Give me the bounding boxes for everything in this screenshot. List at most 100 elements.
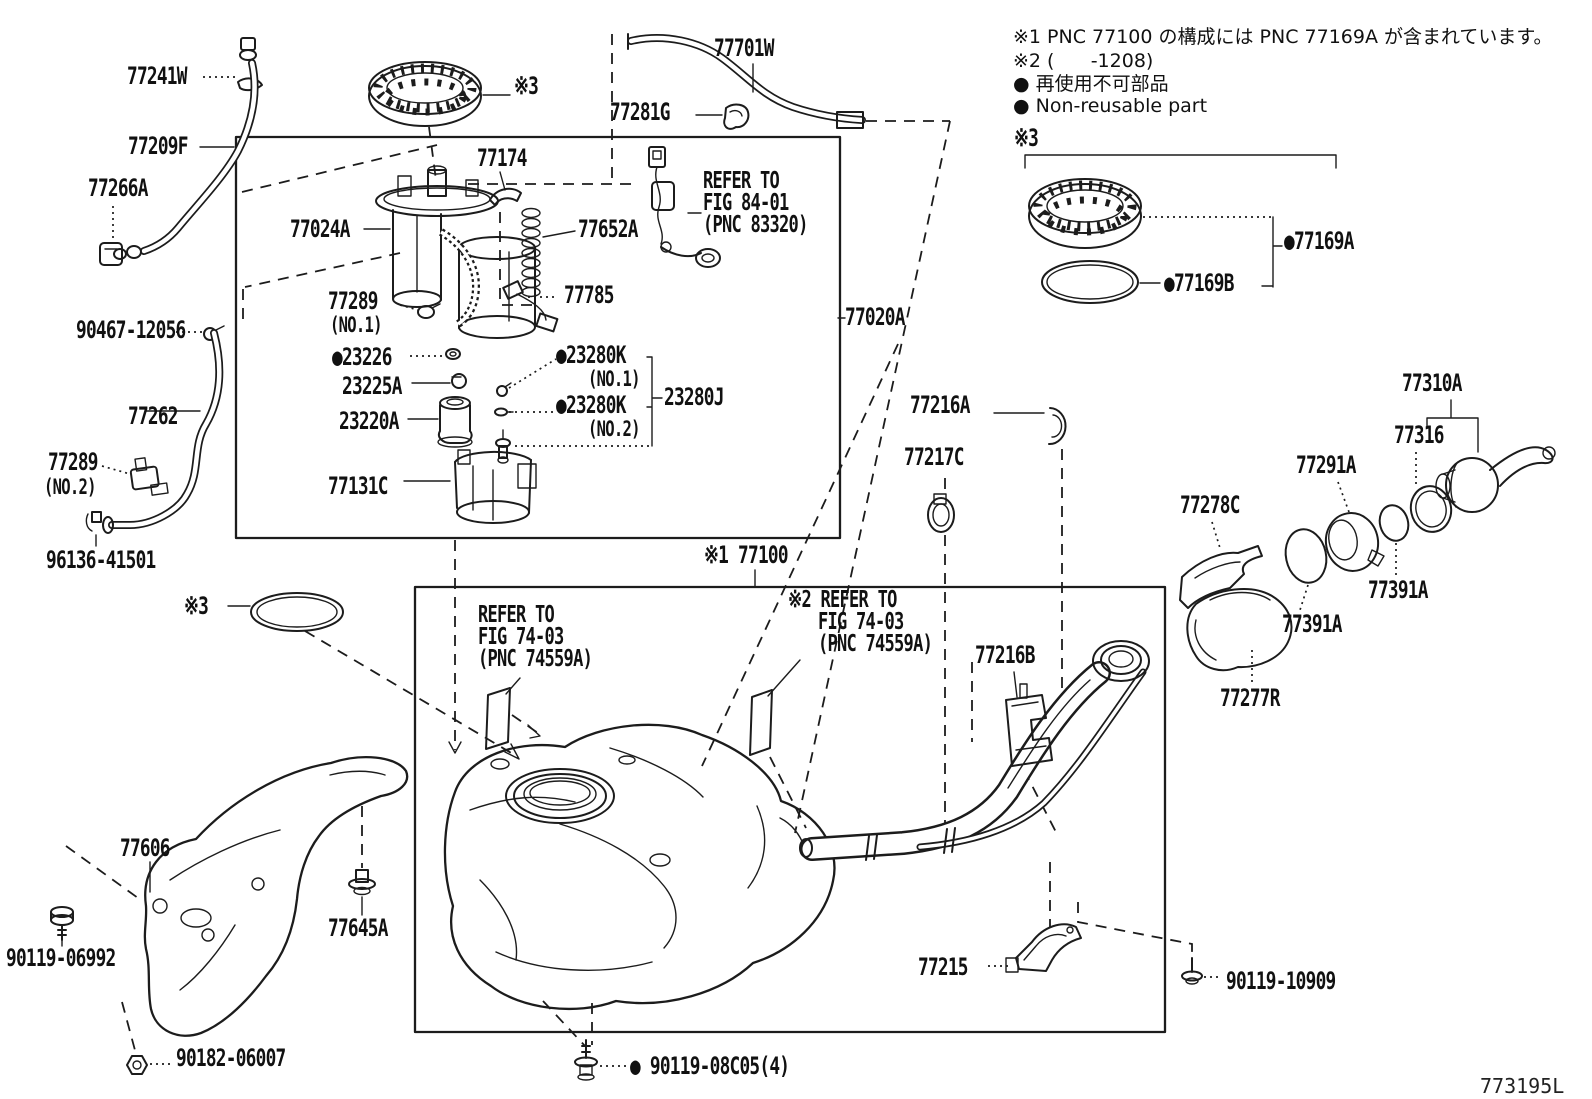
part-label-77020a: 77020A xyxy=(845,303,905,331)
part-label-77289-no2: 77289 xyxy=(48,448,99,476)
part-label-77289-no1-sub: (NO.1) xyxy=(330,313,382,337)
part-label-77209f: 77209F xyxy=(128,132,188,160)
part-label-77174: 77174 xyxy=(477,144,528,172)
part-label-77652a: 77652A xyxy=(578,215,638,243)
clip-96136-drawing xyxy=(85,511,102,547)
part-label-23280j: 23280J xyxy=(664,383,724,411)
part-label-90467-12056: 90467-12056 xyxy=(76,316,186,344)
part-label-77289-no1: 77289 xyxy=(328,287,379,315)
footnote-ref1: ※1 PNC 77100 の構成には PNC 77169A が含まれています。 xyxy=(1013,26,1553,48)
refer-fig74-right-line1: ※2 REFER TO xyxy=(788,587,897,613)
ref3-marker-left: ※3 xyxy=(184,592,209,620)
bolt-90119-06992-drawing xyxy=(50,906,74,947)
breather-tube-77701w-drawing xyxy=(627,33,866,129)
refer-fig74-left-line3: (PNC 74559A) xyxy=(478,646,593,672)
part-label-77131c: 77131C xyxy=(328,472,388,500)
shield-77277r-drawing xyxy=(1186,588,1293,682)
part-label-77241w: 77241W xyxy=(127,62,187,90)
tank-assy-pointer-77020a xyxy=(754,317,846,587)
part-label-77262: 77262 xyxy=(128,402,179,430)
strainer-ref3-top-drawing xyxy=(368,61,511,127)
harness-77785-drawing xyxy=(502,280,559,333)
part-label-77024a: 77024A xyxy=(290,215,350,243)
part-label-77289-no2-sub: (NO.2) xyxy=(44,475,96,499)
part-label-90119-06992: 90119-06992 xyxy=(6,944,116,972)
fuel-sender-gauge-drawing xyxy=(648,146,721,268)
part-label-77217c: 77217C xyxy=(904,443,964,471)
part-label-90119-10909: 90119-10909 xyxy=(1226,967,1336,995)
clamp-77281g-drawing xyxy=(695,103,750,130)
part-label-77216b: 77216B xyxy=(975,641,1035,669)
footnote-nonreusable-ja: ● 再使用不可部品 xyxy=(1013,73,1169,95)
part-label-96136-41501: 96136-41501 xyxy=(46,546,156,574)
fuel-tank-drawing xyxy=(443,723,836,1011)
part-label-77216a: 77216A xyxy=(910,391,970,419)
part-label-77391a-right: 77391A xyxy=(1368,576,1428,604)
part-label-23280k-no2-sub: (NO.2) xyxy=(588,417,640,441)
clamp-77266a-drawing xyxy=(99,206,142,266)
refer-fig84-line1: REFER TO xyxy=(703,168,780,194)
part-label-77391a-left: 77391A xyxy=(1282,610,1342,638)
part-label-77701w: 77701W xyxy=(714,34,774,62)
refer-fig74-right-line3: (PNC 74559A) xyxy=(818,631,933,657)
refer-fig74-right-line2: FIG 74-03 xyxy=(818,609,904,635)
bracket-77215-drawing xyxy=(988,923,1082,973)
fuel-pump-23220a-drawing xyxy=(407,396,473,448)
part-label-77215: 77215 xyxy=(918,953,969,981)
part-label-23226: ●23226 xyxy=(332,343,392,371)
refer-sheet-left-drawing xyxy=(485,677,521,750)
fuel-cap-77310a-drawing xyxy=(1435,446,1556,513)
bolt-90119-08c05-drawing xyxy=(574,1039,628,1081)
pump-bracket-77131c-drawing xyxy=(403,449,537,524)
clamp-77289-no2-drawing xyxy=(101,457,169,496)
filler-pipe-drawing xyxy=(799,640,1150,861)
grommet-77289-no1-drawing xyxy=(399,303,441,319)
footnote-nonreusable-en: ● Non-reusable part xyxy=(1013,95,1208,117)
pump-assembly-box xyxy=(234,135,842,540)
refer-sheet-right-drawing xyxy=(749,659,801,756)
strainer-77169a-drawing xyxy=(1024,154,1337,288)
part-label-77291a: 77291A xyxy=(1296,451,1356,479)
cap-inner-77291a-drawing xyxy=(1324,481,1385,572)
part-label-77645a: 77645A xyxy=(328,914,388,942)
diagram-code: 773195L xyxy=(1480,1074,1565,1098)
fuel-tube-77209f-drawing xyxy=(140,37,263,255)
part-label-23220a: 23220A xyxy=(339,407,399,435)
shield-77278c-drawing xyxy=(1179,521,1263,609)
part-label-77266a: 77266A xyxy=(88,174,148,202)
ref3-marker-top: ※3 xyxy=(514,72,539,100)
part-label-77785: 77785 xyxy=(564,281,615,309)
bolt-77645a-drawing xyxy=(348,869,376,916)
gasket-77316-drawing xyxy=(1409,452,1453,533)
fuel-pump-module-77024a-drawing xyxy=(363,165,536,339)
fuel-tube-77262-drawing xyxy=(102,329,224,534)
ref3-section-heading: ※3 xyxy=(1014,124,1039,152)
refer-fig84-line2: FIG 84-01 xyxy=(703,190,789,216)
bracket-77216b-drawing xyxy=(1005,671,1053,767)
part-label-23280k-no1-sub: (NO.1) xyxy=(588,367,640,391)
part-label-90119-08c05: ● 90119-08C05(4) xyxy=(630,1052,790,1080)
oring-77391a-left-drawing xyxy=(1284,528,1328,611)
part-label-23225a: 23225A xyxy=(342,372,402,400)
part-label-77310a: 77310A xyxy=(1402,369,1462,397)
oring-77391a-right-drawing xyxy=(1378,504,1410,576)
part-label-23280k-no1: ●23280K xyxy=(556,341,626,369)
refer-fig74-left-line2: FIG 74-03 xyxy=(478,624,564,650)
refer-fig84-line3: (PNC 83320) xyxy=(703,212,808,238)
part-label-77169b: ●77169B xyxy=(1164,269,1234,297)
protector-shield-77606-drawing xyxy=(143,756,409,1037)
cup-23225a-drawing xyxy=(411,373,467,389)
footnote-ref2: ※2 ( -1208) xyxy=(1013,50,1154,72)
joint-23280k-set-drawing xyxy=(494,356,663,464)
part-label-77169a: ●77169A xyxy=(1284,227,1354,255)
cap-bracket-77310a xyxy=(1426,399,1479,453)
part-label-77277r: 77277R xyxy=(1220,684,1280,712)
clamp-77216a-drawing xyxy=(993,407,1067,446)
clamp-77217c-drawing xyxy=(927,493,955,533)
retainer-77174-drawing xyxy=(489,171,522,206)
bolt-90119-10909-drawing xyxy=(1181,957,1222,985)
part-label-77278c: 77278C xyxy=(1180,491,1240,519)
tank-assembly-box xyxy=(413,585,1167,1034)
refer-fig74-left-line1: REFER TO xyxy=(478,602,555,628)
